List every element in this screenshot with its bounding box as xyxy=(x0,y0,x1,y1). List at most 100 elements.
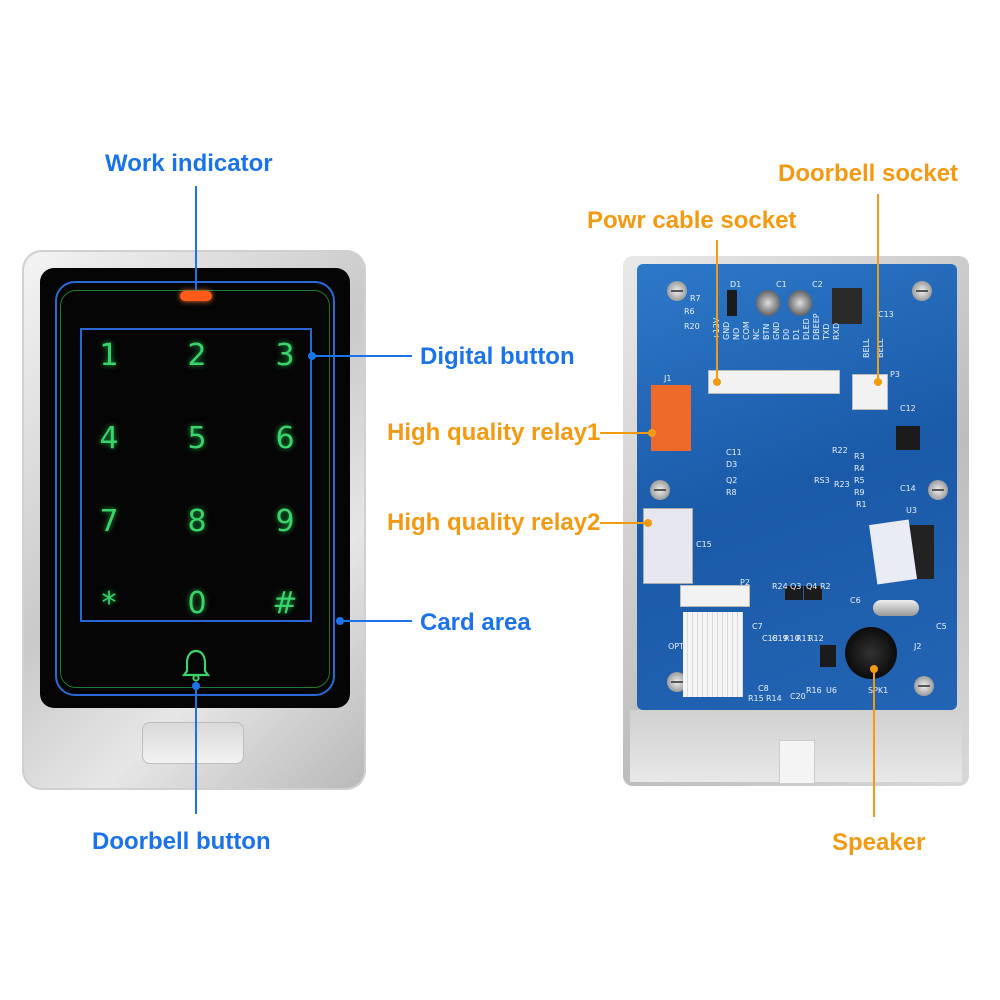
doorbell-socket-dot xyxy=(874,378,882,386)
silk-part: J2 xyxy=(914,642,922,651)
silk-part: R12 xyxy=(808,634,824,643)
silk-part: R24 xyxy=(772,582,788,591)
key-star[interactable]: * xyxy=(101,586,117,621)
silk-pin: COM xyxy=(742,321,751,340)
silk-part: OPT1 xyxy=(668,642,690,651)
silk-pin: GND xyxy=(772,321,781,340)
silk-part: R11 xyxy=(796,634,812,643)
capacitor-c1 xyxy=(756,290,780,316)
screw-icon xyxy=(912,281,932,301)
silk-part: C20 xyxy=(790,692,806,701)
silk-part: Q3 xyxy=(790,582,802,591)
silk-pin: TXD xyxy=(822,323,831,340)
key-hash[interactable]: # xyxy=(272,586,298,621)
doorbell-button-slot[interactable] xyxy=(142,722,244,764)
silk-part: C6 xyxy=(850,596,861,605)
key-5[interactable]: 5 xyxy=(187,421,207,456)
key-6[interactable]: 6 xyxy=(275,421,295,456)
silk-part: R23 xyxy=(834,480,850,489)
doorbell-socket-line xyxy=(877,194,879,380)
screw-icon xyxy=(650,480,670,500)
silk-part: C15 xyxy=(696,540,712,549)
silk-pin: NC xyxy=(752,328,761,340)
capacitor-c2 xyxy=(788,290,812,316)
relay2-dot xyxy=(644,519,652,527)
key-3[interactable]: 3 xyxy=(275,338,295,373)
silk-part: Q2 xyxy=(726,476,738,485)
card-area-frame xyxy=(80,328,312,622)
silk-part: Q4 xyxy=(806,582,818,591)
silk-part: R22 xyxy=(832,446,848,455)
work-indicator-line xyxy=(195,186,197,290)
key-4[interactable]: 4 xyxy=(99,421,119,456)
screw-icon xyxy=(928,480,948,500)
silk-part: R9 xyxy=(854,488,865,497)
digital-button-label: Digital button xyxy=(420,343,575,370)
relay2-label: High quality relay2 xyxy=(387,509,601,536)
access-control-sticker xyxy=(869,519,917,585)
relay2 xyxy=(643,508,693,584)
silk-part: R6 xyxy=(684,307,695,316)
silk-part: R3 xyxy=(854,452,865,461)
silk-part: C1 xyxy=(776,280,787,289)
doorbell-button-label: Doorbell button xyxy=(92,828,271,855)
silk-part: R8 xyxy=(726,488,737,497)
silk-pin: BTN xyxy=(762,323,771,340)
silk-part: U6 xyxy=(826,686,837,695)
key-1[interactable]: 1 xyxy=(99,338,119,373)
doorbell-socket xyxy=(852,374,888,410)
silk-part: D3 xyxy=(726,460,738,469)
silk-part: C5 xyxy=(936,622,947,631)
silk-part: R1 xyxy=(856,500,867,509)
crystal-oscillator xyxy=(873,600,919,616)
power-cable-socket-line xyxy=(716,240,718,380)
screw-icon xyxy=(914,676,934,696)
key-7[interactable]: 7 xyxy=(99,504,119,539)
silk-pin: GND xyxy=(722,321,731,340)
power-cable-socket-dot xyxy=(713,378,721,386)
key-2[interactable]: 2 xyxy=(187,338,207,373)
silk-pin: D1 xyxy=(792,328,801,340)
power-cable-socket xyxy=(708,370,840,394)
key-8[interactable]: 8 xyxy=(187,504,207,539)
silk-part: J1 xyxy=(664,374,672,383)
work-indicator-led xyxy=(180,291,212,301)
silk-pin: RXD xyxy=(832,322,841,340)
doorbell-icon[interactable] xyxy=(180,648,212,682)
silk-bell: BELL xyxy=(862,338,871,358)
speaker-label: Speaker xyxy=(832,829,926,856)
silk-part: C7 xyxy=(752,622,763,631)
silk-pin: NO xyxy=(732,327,741,340)
silk-pin: DLED xyxy=(802,318,811,340)
work-indicator-label: Work indicator xyxy=(105,150,273,177)
relay1-dot xyxy=(648,429,656,437)
cable-notch xyxy=(779,740,815,784)
silk-part: C19 xyxy=(772,634,788,643)
silk-part: C11 xyxy=(726,448,742,457)
transistor-q4 xyxy=(804,586,822,600)
silk-part: C18 xyxy=(762,634,778,643)
screw-icon xyxy=(667,281,687,301)
digital-button-line xyxy=(312,355,412,357)
relay2-line xyxy=(600,522,646,524)
key-0[interactable]: 0 xyxy=(187,586,207,621)
doorbell-button-line xyxy=(195,686,197,814)
ic-chip xyxy=(896,426,920,450)
silk-part: C8 xyxy=(758,684,769,693)
doorbell-socket-label: Doorbell socket xyxy=(778,160,959,187)
silk-part: R16 xyxy=(806,686,822,695)
screw-icon xyxy=(667,672,687,692)
silk-part: D1 xyxy=(730,280,742,289)
silk-pin: DBEEP xyxy=(812,313,821,340)
silk-part: R14 xyxy=(766,694,782,703)
relay1-label: High quality relay1 xyxy=(387,419,601,446)
keypad-glass-panel xyxy=(40,268,350,708)
diode-d1 xyxy=(727,290,737,316)
regulator-chip xyxy=(832,288,862,324)
silk-part: C14 xyxy=(900,484,916,493)
relay1 xyxy=(651,385,691,451)
silk-part: R4 xyxy=(854,464,865,473)
key-9[interactable]: 9 xyxy=(275,504,295,539)
ic-u6 xyxy=(820,645,836,667)
relay1-line xyxy=(600,432,650,434)
